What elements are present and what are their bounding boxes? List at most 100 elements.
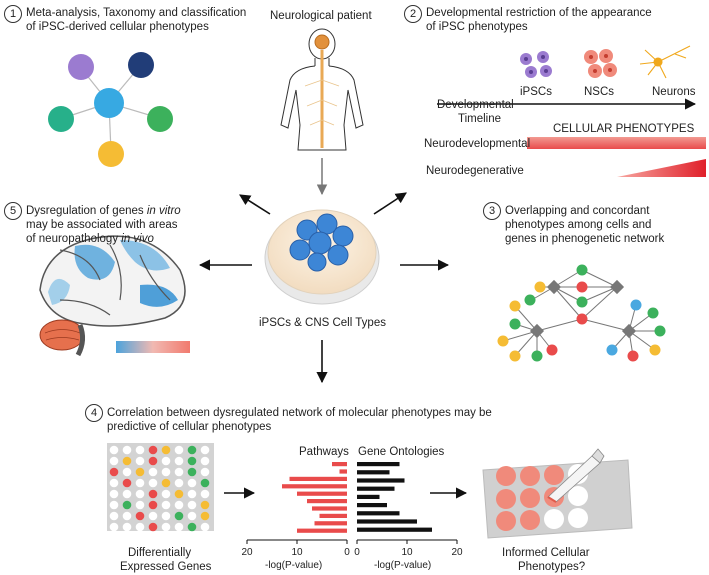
neurodevelopmental-bar <box>527 137 706 149</box>
gene-dot <box>161 467 171 477</box>
gene-dot <box>109 467 119 477</box>
timeline-label-line2: Timeline <box>458 113 502 125</box>
gene-expression-matrix <box>107 443 214 531</box>
gene-dot <box>200 445 210 455</box>
panel5-title-line2: may be associated with areas <box>26 219 178 231</box>
nsc-cells-icon <box>584 49 617 78</box>
ontology-bar <box>357 527 432 532</box>
gene-dot <box>122 522 132 532</box>
gene-dot <box>174 445 184 455</box>
gene-dot <box>174 456 184 466</box>
pathway-bar <box>332 462 347 467</box>
outcome-label-line2: Phenotypes? <box>518 561 586 573</box>
gene-dot <box>200 522 210 532</box>
gene-dot <box>135 467 145 477</box>
ontologies-tick-label: 0 <box>354 547 360 558</box>
gene-dot <box>148 522 158 532</box>
gene-dot <box>200 456 210 466</box>
ontology-bar <box>357 478 405 483</box>
panel4-number: 4 <box>85 404 103 422</box>
gene-dot <box>148 445 158 455</box>
ontology-bar <box>357 486 395 491</box>
panel3-title-line1: Overlapping and concordant <box>505 205 650 217</box>
panel5-title-line3: of neuropathology in vivo <box>26 233 154 245</box>
gene-dot <box>161 445 171 455</box>
ontology-bar <box>357 503 387 508</box>
arrow-to-panel2 <box>373 192 407 215</box>
pathways-tick-label: 10 <box>291 547 303 558</box>
expression-scale-bar <box>116 341 190 353</box>
gene-dot <box>122 456 132 466</box>
pathway-bar <box>297 528 347 533</box>
pathway-bar <box>339 469 347 474</box>
pathways-label: Pathways <box>299 446 349 458</box>
gene-dot <box>187 467 197 477</box>
brain-illustration <box>39 235 186 357</box>
gene-dot <box>135 489 145 499</box>
pathway-bar <box>307 499 347 504</box>
panel1-title-line1: Meta-analysis, Taxonomy and classificati… <box>26 7 247 19</box>
ontology-bar <box>357 494 380 499</box>
panel1-number: 1 <box>4 5 22 23</box>
genes-label-line1: Differentially <box>128 547 192 559</box>
gene-dot <box>148 478 158 488</box>
gene-dot <box>174 467 184 477</box>
gene-dot <box>161 478 171 488</box>
gene-dot <box>148 500 158 510</box>
ontology-bar <box>357 462 400 467</box>
gene-dot <box>122 489 132 499</box>
arrow-to-panel5 <box>239 194 271 215</box>
gene-dot <box>174 478 184 488</box>
panel2-title-line1: Developmental restriction of the appeara… <box>426 7 652 19</box>
panel3-title-line2: phenotypes among cells and <box>505 219 652 231</box>
ontology-bar <box>357 519 417 524</box>
ontology-bar <box>357 470 390 475</box>
gene-dot <box>200 467 210 477</box>
gene-dot <box>174 511 184 521</box>
outcome-label-line1: Informed Cellular <box>502 547 590 559</box>
ontologies-label: Gene Ontologies <box>358 446 445 458</box>
gene-dot <box>161 511 171 521</box>
petri-dish <box>264 209 380 305</box>
gene-dot <box>135 522 145 532</box>
gene-dot <box>187 522 197 532</box>
pathway-bar <box>319 513 347 518</box>
gene-dot <box>122 445 132 455</box>
gene-dot <box>174 522 184 532</box>
gene-dot <box>122 511 132 521</box>
gene-dot <box>187 478 197 488</box>
gene-dot <box>161 500 171 510</box>
gene-dot <box>187 511 197 521</box>
panel5-title-line1: Dysregulation of genes in vitro <box>26 205 181 217</box>
genes-label-line2: Expressed Genes <box>120 561 212 573</box>
neurodevelopmental-label: Neurodevelopmental <box>424 138 531 150</box>
center-label: iPSCs & CNS Cell Types <box>259 317 386 329</box>
timeline-label-line1: Developmental <box>437 99 514 111</box>
panel3-title-line3: genes in phenogenetic network <box>505 233 665 245</box>
gene-dot <box>187 489 197 499</box>
pathway-bar <box>314 521 347 526</box>
neurodegenerative-wedge <box>617 159 706 177</box>
nsc-label: NSCs <box>584 86 615 98</box>
pathway-bar <box>297 491 347 496</box>
panel3-number: 3 <box>483 202 501 220</box>
taxonomy-network <box>48 52 173 167</box>
gene-dots <box>109 445 210 532</box>
ontologies-tick-label: 10 <box>401 547 413 558</box>
gene-dot <box>135 478 145 488</box>
pathway-bar <box>289 476 347 481</box>
ontologies-axis-label: -log(P-value) <box>374 560 432 571</box>
panel1-title-line2: of iPSC-derived cellular phenotypes <box>26 21 209 33</box>
gene-dot <box>148 511 158 521</box>
neuron-label: Neurons <box>652 86 696 98</box>
gene-dot <box>135 445 145 455</box>
gene-dot <box>200 478 210 488</box>
gene-dot <box>109 456 119 466</box>
ontologies-bars <box>357 462 432 532</box>
gene-dot <box>187 445 197 455</box>
gene-dot <box>161 522 171 532</box>
gene-dot <box>109 511 119 521</box>
panel2-number: 2 <box>404 5 422 23</box>
